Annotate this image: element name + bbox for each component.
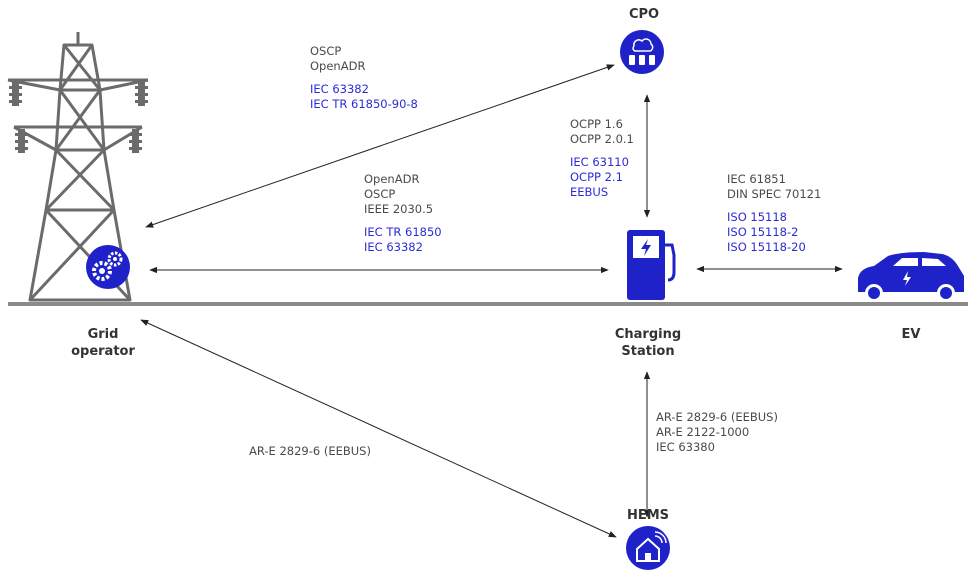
grid-operator-line2: operator	[71, 344, 135, 359]
label-text: OSCP	[364, 187, 396, 201]
transmission-tower-icon	[7, 32, 149, 302]
label-grid-station: OpenADR OSCP IEEE 2030.5 IEC TR 61850 IE…	[364, 172, 442, 255]
label-grid-hems: AR-E 2829-6 (EEBUS)	[249, 444, 371, 459]
label-text: AR-E 2829-6 (EEBUS)	[249, 444, 371, 458]
label-text: OCPP 1.6	[570, 117, 623, 131]
charging-station-icon	[627, 230, 676, 300]
label-standard: IEC TR 61850	[364, 225, 442, 239]
cloud-chargers-icon	[620, 30, 664, 74]
label-standard: IEC 63382	[364, 240, 423, 254]
charging-station-line2: Station	[621, 344, 675, 359]
arrow-grid-hems	[140, 319, 617, 538]
label-text: OpenADR	[310, 59, 366, 73]
charging-station-line1: Charging	[614, 327, 682, 342]
label-standard: EEBUS	[570, 185, 609, 199]
grid-operator-line1: Grid	[87, 327, 119, 342]
label-text: AR-E 2829-6 (EEBUS)	[656, 410, 778, 424]
node-grid-operator: Grid operator	[58, 326, 148, 360]
label-standard: IEC 63382	[310, 82, 369, 96]
label-text: OpenADR	[364, 172, 420, 186]
label-text: OCPP 2.0.1	[570, 132, 634, 146]
label-text: DIN SPEC 70121	[727, 187, 822, 201]
label-text: IEC 61851	[727, 172, 786, 186]
label-standard: OCPP 2.1	[570, 170, 623, 184]
label-cpo-station: OCPP 1.6 OCPP 2.0.1 IEC 63110 OCPP 2.1 E…	[570, 117, 634, 200]
label-station-hems: AR-E 2829-6 (EEBUS) AR-E 2122-1000 IEC 6…	[656, 410, 778, 455]
label-standard: ISO 15118-2	[727, 225, 799, 239]
label-grid-cpo: OSCP OpenADR IEC 63382 IEC TR 61850-90-8	[310, 44, 418, 112]
label-text: AR-E 2122-1000	[656, 425, 750, 439]
label-text: IEEE 2030.5	[364, 202, 434, 216]
label-text: OSCP	[310, 44, 342, 58]
label-standard: ISO 15118	[727, 210, 787, 224]
node-cpo: CPO	[628, 7, 660, 22]
node-ev: EV	[901, 327, 921, 342]
label-text: IEC 63380	[656, 440, 715, 454]
label-station-ev: IEC 61851 DIN SPEC 70121 ISO 15118 ISO 1…	[727, 172, 821, 255]
node-charging-station: Charging Station	[596, 326, 700, 360]
insulators	[9, 82, 148, 153]
gears-icon	[86, 245, 130, 289]
label-standard: ISO 15118-20	[727, 240, 806, 254]
arrow-grid-cpo	[145, 64, 615, 228]
smart-home-icon	[626, 526, 670, 570]
label-standard: IEC TR 61850-90-8	[310, 97, 418, 111]
node-hems: HEMS	[626, 508, 670, 523]
label-standard: IEC 63110	[570, 155, 629, 169]
electric-car-icon	[858, 252, 964, 302]
